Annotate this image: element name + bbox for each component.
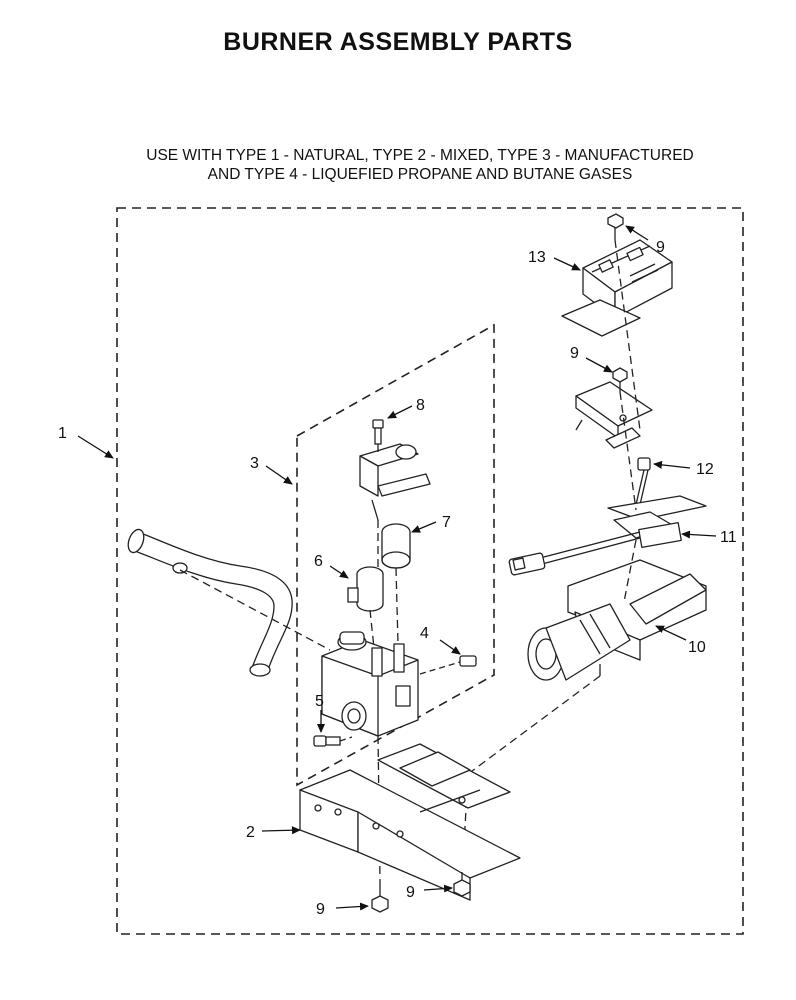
gas-supply-tube	[127, 528, 293, 677]
screw-9-top	[607, 213, 624, 240]
tube-explode-line	[179, 569, 331, 651]
igniter-bracket-part	[561, 239, 673, 337]
callout-10: 10	[688, 639, 706, 656]
arrow-11	[681, 530, 717, 539]
arrow-13	[553, 257, 581, 271]
explode-lines-right	[614, 239, 641, 603]
fitting-4	[419, 655, 477, 675]
screw-5	[313, 735, 353, 747]
callout-12: 12	[696, 461, 714, 478]
arrow-1	[77, 435, 114, 459]
valve-assembly-boundary	[296, 323, 495, 787]
screw-9-bottom-right	[453, 872, 471, 897]
arrow-9-bottom-left	[335, 902, 369, 911]
callout-3: 3	[250, 455, 259, 472]
coil-6	[347, 566, 384, 612]
callout-9-bottom-right: 9	[406, 884, 415, 901]
valve-bracket	[359, 443, 431, 521]
callout-11: 11	[720, 529, 737, 546]
arrow-3	[265, 465, 293, 485]
coil-7	[381, 523, 411, 569]
base-bracket-part	[299, 743, 521, 901]
callout-1: 1	[58, 425, 67, 442]
burner-tube-part	[527, 559, 707, 681]
diagram-subtitle: USE WITH TYPE 1 - NATURAL, TYPE 2 - MIXE…	[70, 146, 770, 184]
arrow-4	[439, 639, 461, 655]
screw-9-mid	[612, 367, 628, 392]
callout-8: 8	[416, 397, 425, 414]
arrow-10	[655, 625, 687, 641]
callout-2: 2	[246, 824, 255, 841]
gas-valve-body	[321, 631, 419, 737]
assembly-boundary-box	[116, 207, 744, 935]
callout-13: 13	[528, 249, 546, 266]
callout-arrows	[77, 225, 717, 911]
screw-8	[372, 419, 384, 445]
mounting-bracket	[575, 381, 653, 449]
callout-9-bottom-left: 9	[316, 901, 325, 918]
arrow-9-top	[625, 225, 649, 241]
arrow-2	[261, 826, 301, 835]
arrow-9-mid	[585, 357, 613, 373]
arrow-7	[411, 521, 437, 533]
arrow-6	[329, 565, 349, 579]
callout-9-top: 9	[656, 239, 665, 256]
callout-7: 7	[442, 514, 451, 531]
subtitle-line-1: USE WITH TYPE 1 - NATURAL, TYPE 2 - MIXE…	[146, 147, 694, 164]
callout-5: 5	[315, 693, 324, 710]
igniter-part	[508, 495, 707, 576]
arrow-12	[653, 460, 691, 469]
arrow-8	[387, 405, 413, 419]
screw-9-bottom-left	[371, 880, 389, 913]
subtitle-line-2: AND TYPE 4 - LIQUEFIED PROPANE AND BUTAN…	[207, 166, 633, 183]
arrow-9-bottom-right	[423, 884, 453, 893]
callout-4: 4	[420, 625, 429, 642]
callout-6: 6	[314, 553, 323, 570]
callout-9-mid: 9	[570, 345, 579, 362]
page-title: BURNER ASSEMBLY PARTS	[223, 28, 573, 56]
